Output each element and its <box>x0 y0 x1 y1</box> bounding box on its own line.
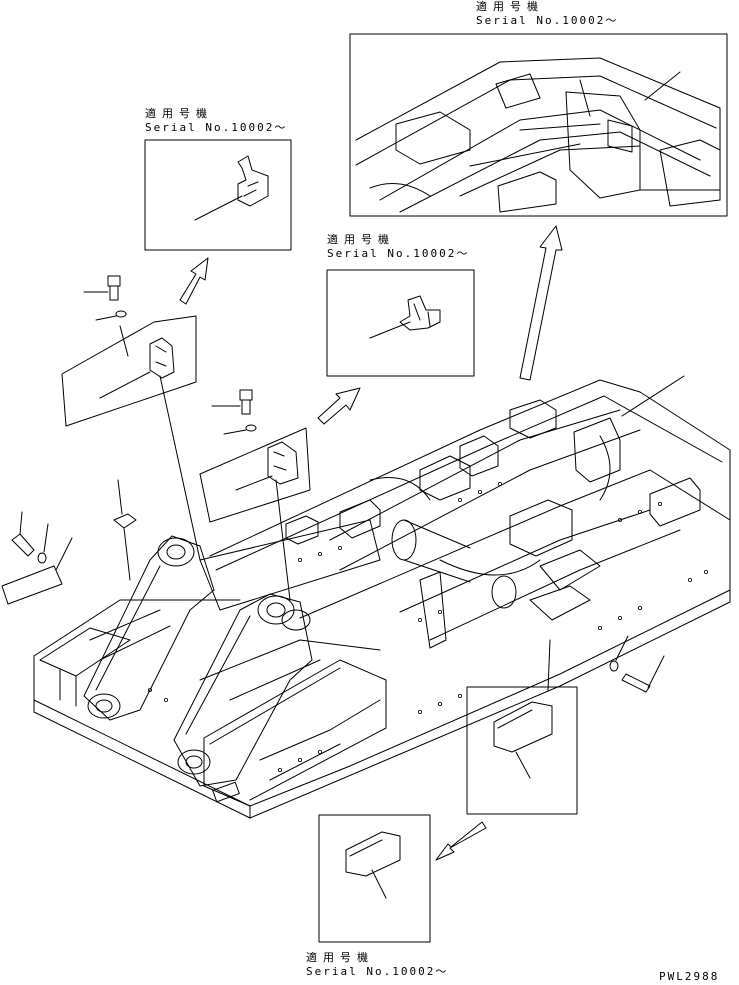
detail-box-bracket-a <box>144 139 292 251</box>
serial-number-range: Serial No.10002～ <box>476 14 619 27</box>
serial-number-range: Serial No.10002～ <box>306 965 449 978</box>
bolt-upper-left <box>83 275 121 301</box>
applicability-label-bottom: 適用号機 Serial No.10002～ <box>306 951 448 979</box>
leader-line <box>123 527 131 581</box>
washer-middle <box>223 424 257 435</box>
leader-line <box>194 195 243 221</box>
leader-line <box>371 869 387 899</box>
main-frame <box>33 375 731 819</box>
detail-box-plate-b <box>318 814 431 943</box>
leader-line <box>369 321 411 339</box>
cover-plate <box>493 701 553 753</box>
applicability-label-middle: 適用号機 Serial No.10002～ <box>327 233 469 261</box>
pointer-arrows <box>179 225 563 861</box>
detail-box-plate-a <box>466 686 578 815</box>
cover-plate <box>345 831 401 877</box>
bolt-right <box>621 655 665 693</box>
applicability-label-top: 適用号機 Serial No.10002～ <box>476 0 618 28</box>
applicability-heading: 適用号機 <box>306 951 374 964</box>
bracket-part <box>399 295 441 331</box>
leader-line <box>159 375 201 561</box>
frame-closeup-sketch <box>355 57 721 213</box>
rubber-plug <box>113 479 137 529</box>
detail-box-bracket-b <box>326 269 475 377</box>
bracket-part <box>237 155 269 207</box>
applicability-heading: 適用号機 <box>476 0 544 13</box>
bolt-lower-left <box>11 511 35 557</box>
leader-line <box>644 71 681 101</box>
bolt-middle <box>211 389 253 415</box>
frame-holes <box>147 481 709 773</box>
arrow-to-bottom-box <box>435 821 487 861</box>
callout-bracket-middle <box>199 427 311 523</box>
detail-box-frame-closeup <box>349 33 728 217</box>
arrow-to-top-box <box>519 225 563 381</box>
leader-line <box>621 375 685 417</box>
applicability-heading: 適用号機 <box>327 233 395 246</box>
callout-bracket-left <box>61 315 197 427</box>
leader-line <box>515 751 531 779</box>
leader-line <box>275 479 291 601</box>
serial-number-range: Serial No.10002～ <box>145 121 288 134</box>
washer-right <box>609 635 629 672</box>
applicability-heading: 適用号機 <box>145 107 213 120</box>
leader-line <box>547 639 551 691</box>
serial-number-range: Serial No.10002～ <box>327 247 470 260</box>
applicability-label-upper-left: 適用号機 Serial No.10002～ <box>145 107 287 135</box>
washer-upper-left <box>95 310 127 321</box>
arrow-up-left <box>179 257 209 305</box>
washer-lower-left <box>37 523 49 564</box>
nameplate-left <box>1 537 73 605</box>
drawing-code: PWL2988 <box>659 970 720 983</box>
arrow-to-middle-box <box>317 387 361 425</box>
